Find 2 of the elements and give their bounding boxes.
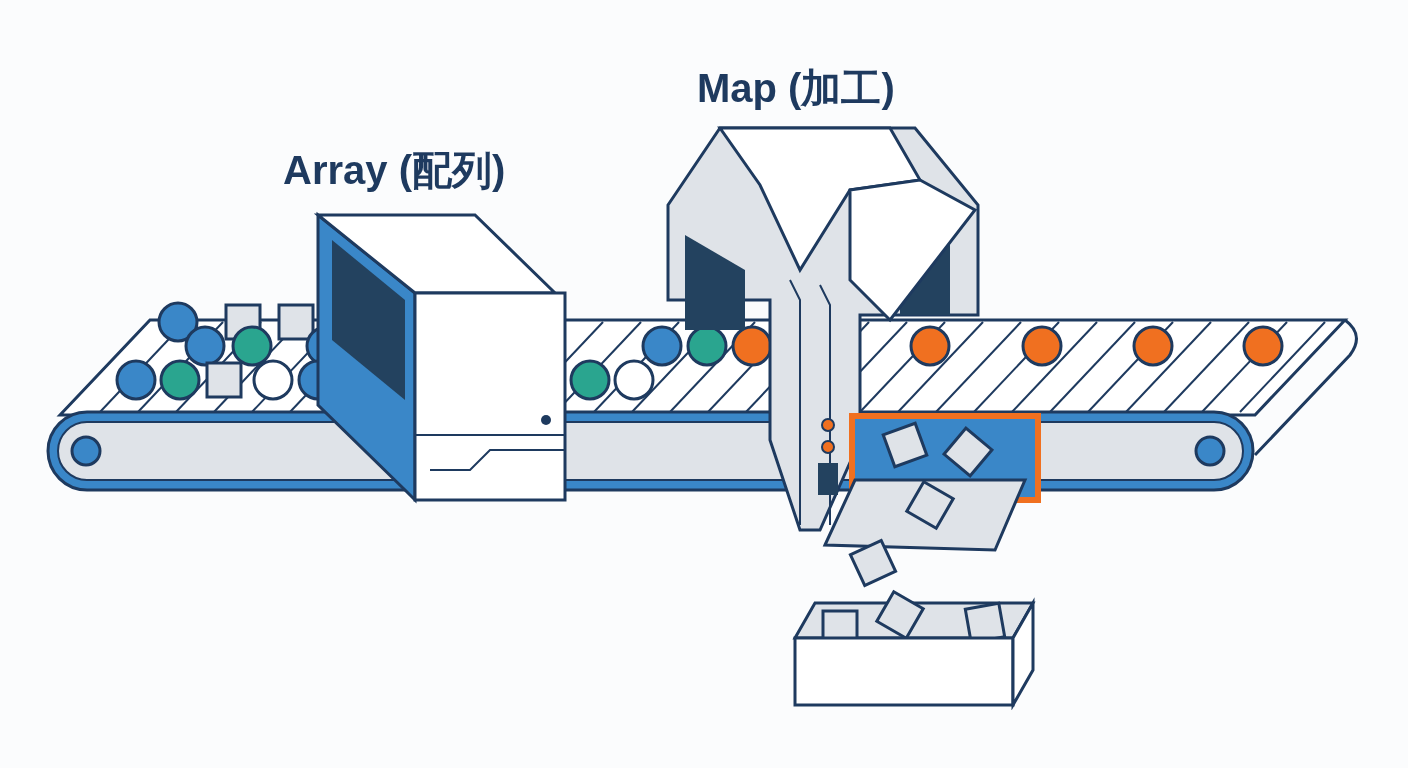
machine-label: Array (配列) — [283, 147, 506, 194]
machine-label: Map (加工) — [697, 65, 895, 112]
